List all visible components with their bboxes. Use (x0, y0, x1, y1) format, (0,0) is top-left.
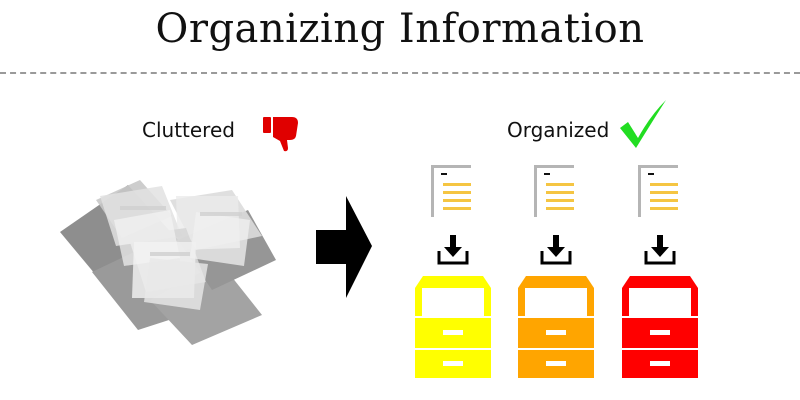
document-icon (638, 165, 678, 217)
thumbs-down-icon (263, 117, 298, 152)
cluttered-label: Cluttered (142, 118, 235, 142)
cabinet-yellow-icon (415, 276, 491, 378)
download-arrow-icon (437, 235, 469, 265)
document-icon (431, 165, 471, 217)
title-divider (0, 72, 800, 74)
checkmark-icon (620, 100, 666, 148)
download-arrow-icon (644, 235, 676, 265)
page-title: Organizing Information (155, 6, 645, 52)
cluttered-papers-icon (60, 180, 276, 345)
document-icon (534, 165, 574, 217)
column-cabinet-red (622, 165, 698, 378)
column-cabinet-orange (518, 165, 594, 378)
arrow-right-icon (316, 196, 372, 298)
organized-label: Organized (507, 118, 610, 142)
cabinet-red-icon (622, 276, 698, 378)
cabinet-orange-icon (518, 276, 594, 378)
column-cabinet-yellow (415, 165, 491, 378)
download-arrow-icon (540, 235, 572, 265)
